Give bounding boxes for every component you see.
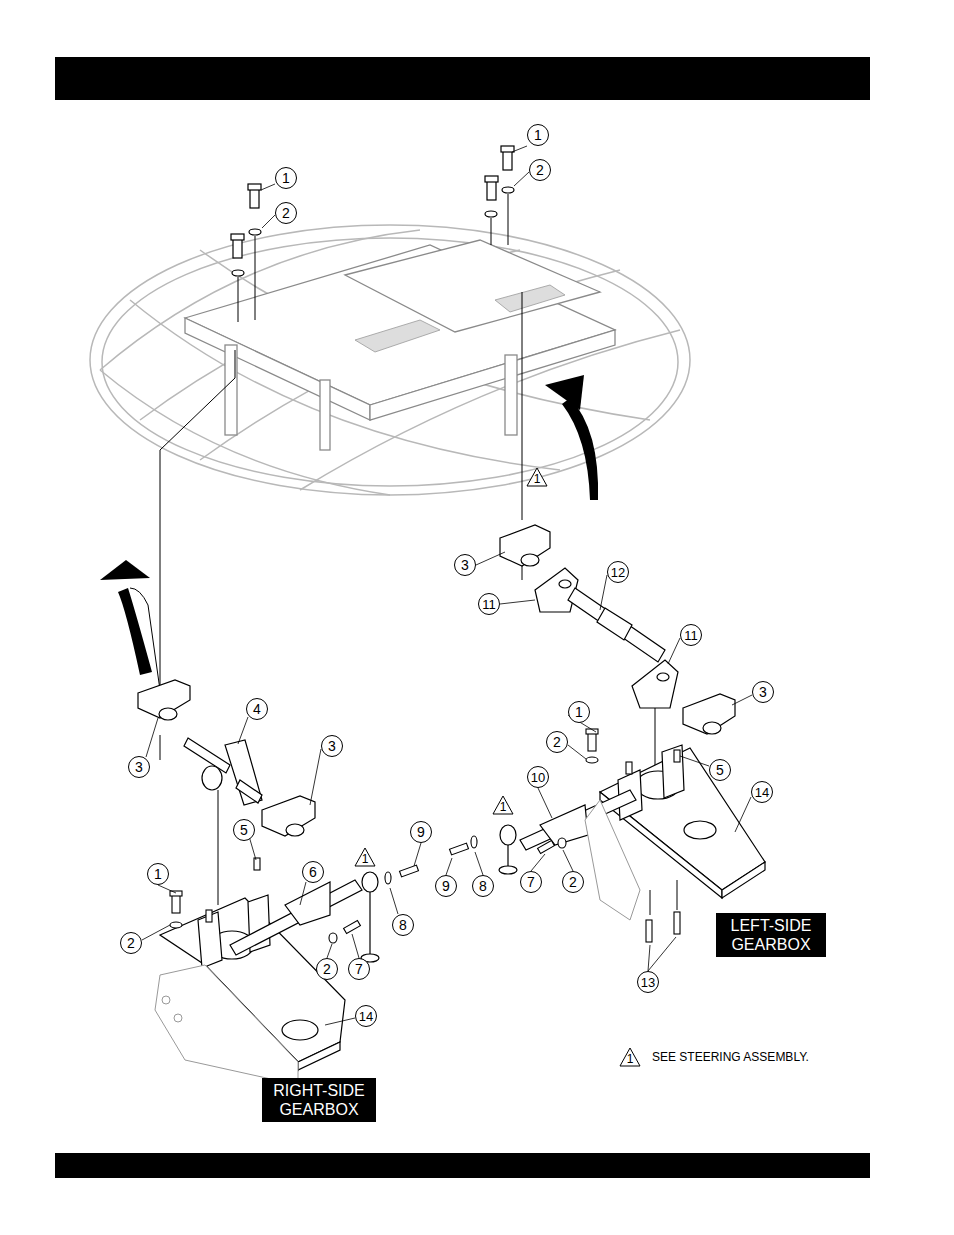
callout-number: 9 [435, 875, 457, 897]
callout-number: 11 [478, 593, 500, 615]
callout-number: 3 [321, 735, 343, 757]
callout-number: 1 [568, 701, 590, 723]
callout-number: 5 [709, 759, 731, 781]
callout-number: 7 [348, 958, 370, 980]
gearbox-label: LEFT-SIDE GEARBOX [722, 916, 820, 954]
callout-number: 10 [527, 766, 549, 788]
callout-number: 11 [680, 624, 702, 646]
callout-number: 3 [752, 681, 774, 703]
reference-note-number: 1 [354, 847, 376, 867]
callout-number: 5 [233, 819, 255, 841]
callout-number: 2 [120, 932, 142, 954]
callout-number: 14 [355, 1005, 377, 1027]
callout-number: 1 [275, 167, 297, 189]
callout-number: 4 [246, 698, 268, 720]
callout-number: 13 [637, 971, 659, 993]
callout-number: 6 [302, 861, 324, 883]
callout-number: 2 [562, 871, 584, 893]
callout-number: 2 [529, 159, 551, 181]
gearbox-label-box: LEFT-SIDE GEARBOX [716, 913, 826, 957]
reference-note-number: 1 [619, 1047, 641, 1067]
gearbox-label: RIGHT-SIDE GEARBOX [268, 1081, 370, 1119]
callout-number: 14 [751, 781, 773, 803]
reference-note-number: 1 [526, 467, 548, 487]
note-text: SEE STEERING ASSEMBLY. [652, 1050, 809, 1064]
callout-number: 1 [527, 124, 549, 146]
callout-number: 8 [392, 914, 414, 936]
gearbox-label-box: RIGHT-SIDE GEARBOX [262, 1078, 376, 1122]
callout-number: 8 [472, 875, 494, 897]
callout-number: 1 [147, 863, 169, 885]
callout-number: 12 [607, 561, 629, 583]
callout-number: 2 [316, 958, 338, 980]
callout-number: 2 [546, 731, 568, 753]
callout-number: 9 [410, 821, 432, 843]
callout-number: 2 [275, 202, 297, 224]
reference-note-number: 1 [492, 795, 514, 815]
callout-number: 3 [128, 756, 150, 778]
callout-number: 3 [454, 554, 476, 576]
callout-number: 7 [520, 871, 542, 893]
